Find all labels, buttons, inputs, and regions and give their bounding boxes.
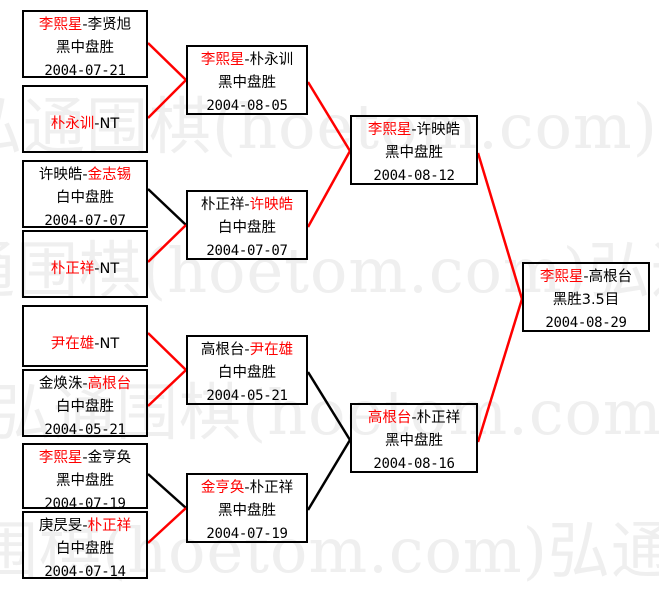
match-date: 2004-05-21 (206, 388, 288, 404)
match-box[interactable]: 李熙星-李贤旭 黑中盘胜 2004-07-21 (22, 10, 148, 79)
match-box[interactable]: 金亨奂-朴正祥 黑中盘胜 2004-07-19 (186, 473, 308, 543)
match-box[interactable]: 庚昃旻-朴正祥 白中盘胜 2004-07-14 (22, 511, 148, 580)
match-date: 2004-08-29 (545, 315, 627, 331)
match-result: 黑中盘胜 (218, 503, 276, 519)
match-players: 李熙星-李贤旭 (38, 17, 132, 33)
connector-r1m5-to-r2m3 (147, 332, 187, 371)
match-box[interactable]: 李熙星-金亨奂 黑中盘胜 2004-07-19 (22, 443, 148, 512)
match-players: 李熙星-许映皓 (367, 122, 461, 138)
match-result: 白中盘胜 (56, 399, 114, 415)
match-box[interactable]: 李熙星-许映皓 黑中盘胜 2004-08-12 (350, 115, 478, 185)
connector-r1m8-to-r2m4 (147, 507, 187, 544)
match-result: 白中盘胜 (218, 365, 276, 381)
final-match-box[interactable]: 李熙星-高根台 黑胜3.5目 2004-08-29 (522, 262, 650, 332)
match-result: 白中盘胜 (218, 220, 276, 236)
match-players: 庚昃旻-朴正祥 (38, 518, 132, 534)
match-players: 高根台-尹在雄 (200, 342, 294, 358)
match-result: 黑中盘胜 (56, 40, 114, 56)
connector-r2m4-to-r3m2 (306, 439, 352, 511)
match-players: 朴正祥-许映皓 (200, 197, 294, 213)
match-date: 2004-08-05 (206, 98, 288, 114)
match-box[interactable]: 朴永训-NT (22, 85, 148, 153)
match-box[interactable]: 李熙星-朴永训 黑中盘胜 2004-08-05 (186, 45, 308, 115)
match-result: 白中盘胜 (56, 190, 114, 206)
match-date: 2004-07-07 (206, 243, 288, 259)
connector-r3m2-to-final (476, 298, 524, 443)
connector-r1m2-to-r2m1 (147, 79, 187, 119)
match-result: 黑中盘胜 (218, 75, 276, 91)
match-players: 朴正祥-NT (50, 261, 120, 277)
match-result: 白中盘胜 (56, 541, 114, 557)
match-result: 黑胜3.5目 (552, 292, 620, 308)
connector-r1m7-to-r2m4 (147, 473, 187, 509)
match-date: 2004-05-21 (44, 422, 126, 438)
match-players: 高根台-朴正祥 (367, 410, 461, 426)
match-box[interactable]: 朴正祥-NT (22, 230, 148, 298)
connector-r1m1-to-r2m1 (147, 42, 187, 81)
match-date: 2004-08-12 (373, 168, 455, 184)
match-result: 黑中盘胜 (56, 473, 114, 489)
match-players: 金焕洙-高根台 (38, 376, 132, 392)
match-result: 黑中盘胜 (385, 145, 443, 161)
match-date: 2004-07-19 (206, 526, 288, 542)
match-players: 李熙星-高根台 (539, 269, 633, 285)
connector-r1m3-to-r2m2 (147, 188, 187, 226)
match-date: 2004-08-16 (373, 456, 455, 472)
match-date: 2004-07-14 (44, 564, 126, 580)
connector-r2m2-to-r3m1 (306, 150, 352, 228)
match-box[interactable]: 许映皓-金志锡 白中盘胜 2004-07-07 (22, 160, 148, 229)
match-box[interactable]: 高根台-朴正祥 黑中盘胜 2004-08-16 (350, 403, 478, 473)
match-date: 2004-07-21 (44, 63, 126, 79)
connector-r2m1-to-r3m1 (306, 81, 352, 152)
match-box[interactable]: 尹在雄-NT (22, 305, 148, 367)
connector-r1m6-to-r2m3 (147, 369, 187, 407)
match-players: 李熙星-金亨奂 (38, 450, 132, 466)
match-box[interactable]: 金焕洙-高根台 白中盘胜 2004-05-21 (22, 369, 148, 438)
match-box[interactable]: 高根台-尹在雄 白中盘胜 2004-05-21 (186, 335, 308, 405)
match-players: 许映皓-金志锡 (38, 167, 132, 183)
match-date: 2004-07-19 (44, 496, 126, 512)
connector-r2m3-to-r3m2 (306, 371, 352, 441)
match-players: 金亨奂-朴正祥 (200, 480, 294, 496)
connector-r3m1-to-final (476, 152, 524, 300)
match-date: 2004-07-07 (44, 213, 126, 229)
match-players: 尹在雄-NT (50, 336, 120, 352)
match-players: 朴永训-NT (50, 116, 120, 132)
connector-r1m4-to-r2m2 (147, 224, 187, 263)
match-players: 李熙星-朴永训 (200, 52, 294, 68)
match-result: 黑中盘胜 (385, 433, 443, 449)
match-box[interactable]: 朴正祥-许映皓 白中盘胜 2004-07-07 (186, 190, 308, 260)
